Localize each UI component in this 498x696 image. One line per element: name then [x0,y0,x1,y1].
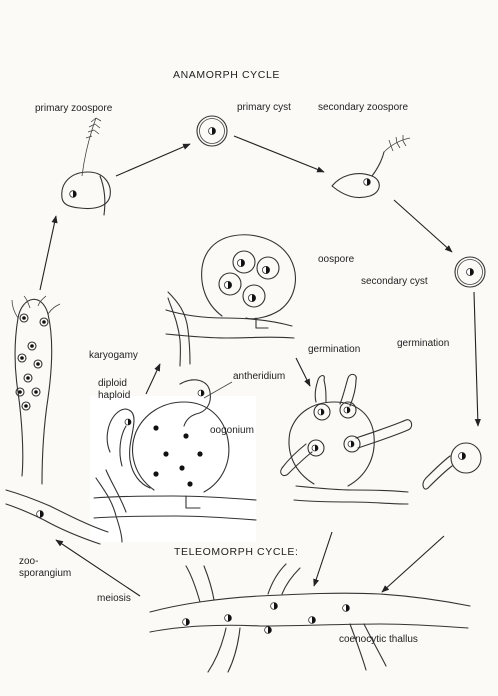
germination-right-label: germination [397,338,449,349]
primary-cyst-label: primary cyst [237,102,291,113]
primary-zoospore-label: primary zoospore [35,103,113,114]
germinating-oospore-figure [280,373,413,505]
zoosporangium-label-1: zoo- [19,556,38,567]
zoosporangium-figure [5,295,109,545]
antheridium-pointer [203,381,233,399]
cycle-arrows [39,135,481,597]
oospore-label: oospore [318,254,355,265]
teleomorph-cycle-heading: TELEOMORPH CYCLE: [174,546,299,558]
anamorph-cycle-heading: ANAMORPH CYCLE [173,69,280,81]
oogonium-label: oogonium [210,425,254,436]
karyogamy-label: karyogamy [89,350,138,361]
germinating-cyst-figure [422,442,482,490]
secondary-zoospore-label: secondary zoospore [318,102,408,113]
primary-cyst-figure [196,115,228,147]
coenocytic-thallus-label: coenocytic thallus [339,634,418,645]
diploid-label: diploid [98,378,127,389]
haploid-label: haploid [98,390,130,401]
antheridium-oogonium-inset [90,379,257,543]
antheridium-label: antheridium [233,371,285,382]
primary-zoospore-figure [61,117,111,216]
germination-left-label: germination [308,344,360,355]
coenocytic-thallus-figure [149,563,471,673]
secondary-cyst-figure [454,256,486,288]
meiosis-label: meiosis [97,593,131,604]
oospore-figure [165,234,296,367]
zoosporangium-label-2: sporangium [19,568,71,579]
secondary-zoospore-figure [331,135,411,199]
secondary-cyst-label: secondary cyst [361,276,428,287]
